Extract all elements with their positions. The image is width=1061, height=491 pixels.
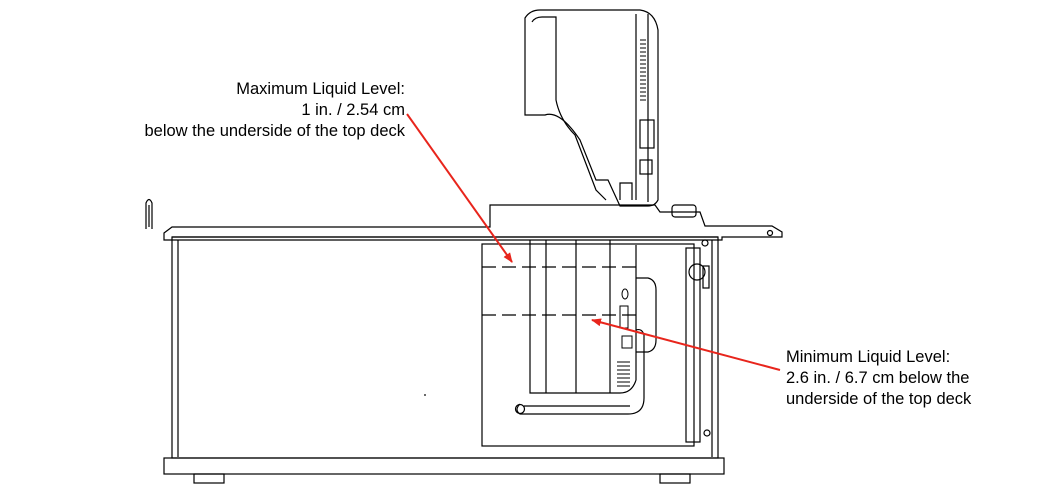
min-level-title: Minimum Liquid Level: <box>786 348 951 366</box>
side-valve-knob <box>688 263 706 281</box>
heater-coil-detail <box>617 361 630 387</box>
base-plate <box>163 457 725 475</box>
pump-return-tube <box>516 328 645 415</box>
control-knob <box>639 119 655 149</box>
control-switch <box>639 159 653 175</box>
max-liquid-level-callout: Maximum Liquid Level: 1 in. / 2.54 cm be… <box>144 79 405 142</box>
level-lines <box>482 266 636 316</box>
side-bolt-upper <box>701 239 709 247</box>
deck-hole-right <box>766 229 774 237</box>
stray-dot <box>424 394 426 396</box>
side-bolt-lower <box>703 429 711 437</box>
min-level-value: 2.6 in. / 6.7 cm below the <box>786 369 970 387</box>
lid-handle-rod <box>145 198 153 229</box>
max-level-value: 1 in. / 2.54 cm <box>301 101 405 119</box>
max-level-reference: below the underside of the top deck <box>144 122 405 140</box>
tube-end <box>514 403 526 415</box>
pump-body <box>529 240 637 394</box>
pump-outlet-tube <box>636 277 657 353</box>
bath-well <box>481 243 695 447</box>
top-deck <box>163 204 783 241</box>
foot-left <box>193 473 225 484</box>
min-level-reference: underside of the top deck <box>786 390 972 408</box>
min-liquid-level-callout: Minimum Liquid Level: 2.6 in. / 6.7 cm b… <box>786 347 971 410</box>
foot-right <box>659 473 691 484</box>
max-level-arrow <box>406 113 513 263</box>
pump-port-detail <box>619 288 633 349</box>
min-level-arrow <box>591 318 781 371</box>
side-valve-handle <box>702 265 710 289</box>
deck-fitting <box>671 204 697 218</box>
max-level-title: Maximum Liquid Level: <box>236 80 405 98</box>
bracket-clamp <box>619 182 633 200</box>
circulator-head-inner <box>531 16 607 201</box>
circulator-head <box>524 9 659 207</box>
vent-slots-upper <box>640 39 646 101</box>
